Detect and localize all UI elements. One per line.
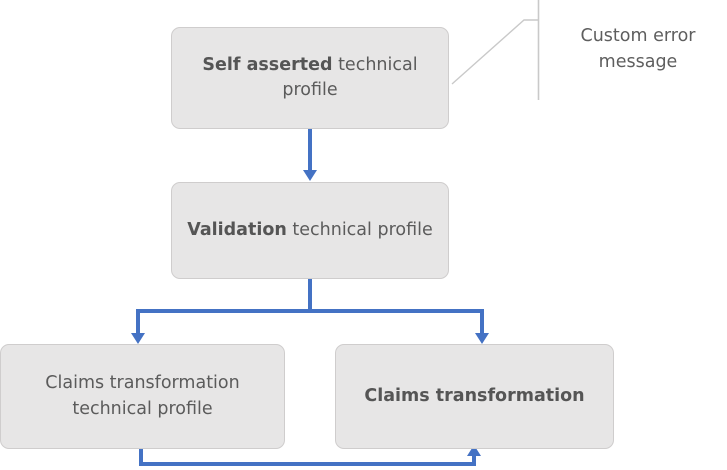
node-claims-transformation-label: Claims transformation bbox=[348, 384, 601, 409]
node-claims-transformation[interactable]: Claims transformation bbox=[335, 344, 614, 449]
node-claims-transformation-tp-label: Claims transformation technical profile bbox=[45, 373, 240, 419]
node-self-asserted-label: Self asserted technical profile bbox=[184, 53, 436, 104]
connector-validation-fork bbox=[131, 279, 489, 344]
node-claims-transformation-technical-profile[interactable]: Claims transformation technical profile bbox=[0, 344, 285, 449]
node-validation-regular-text: technical profile bbox=[286, 219, 433, 240]
node-validation-label: Validation technical profile bbox=[184, 218, 436, 243]
node-claims-transformation-bold-text: Claims transformation bbox=[364, 385, 585, 406]
node-validation-technical-profile[interactable]: Validation technical profile bbox=[171, 182, 449, 279]
callout-leader bbox=[451, 0, 540, 100]
callout-label-line-1: Custom error bbox=[580, 26, 696, 46]
callout-custom-error-message: Custom error message bbox=[549, 23, 727, 76]
node-self-asserted-bold-text: Self asserted bbox=[202, 54, 333, 75]
callout-label-line-2: message bbox=[598, 52, 678, 73]
node-validation-bold-text: Validation bbox=[187, 219, 287, 240]
node-self-asserted-technical-profile[interactable]: Self asserted technical profile bbox=[171, 27, 449, 129]
connector-self-asserted-to-validation bbox=[303, 129, 317, 181]
node-self-asserted-regular-text: technical profile bbox=[282, 54, 418, 100]
